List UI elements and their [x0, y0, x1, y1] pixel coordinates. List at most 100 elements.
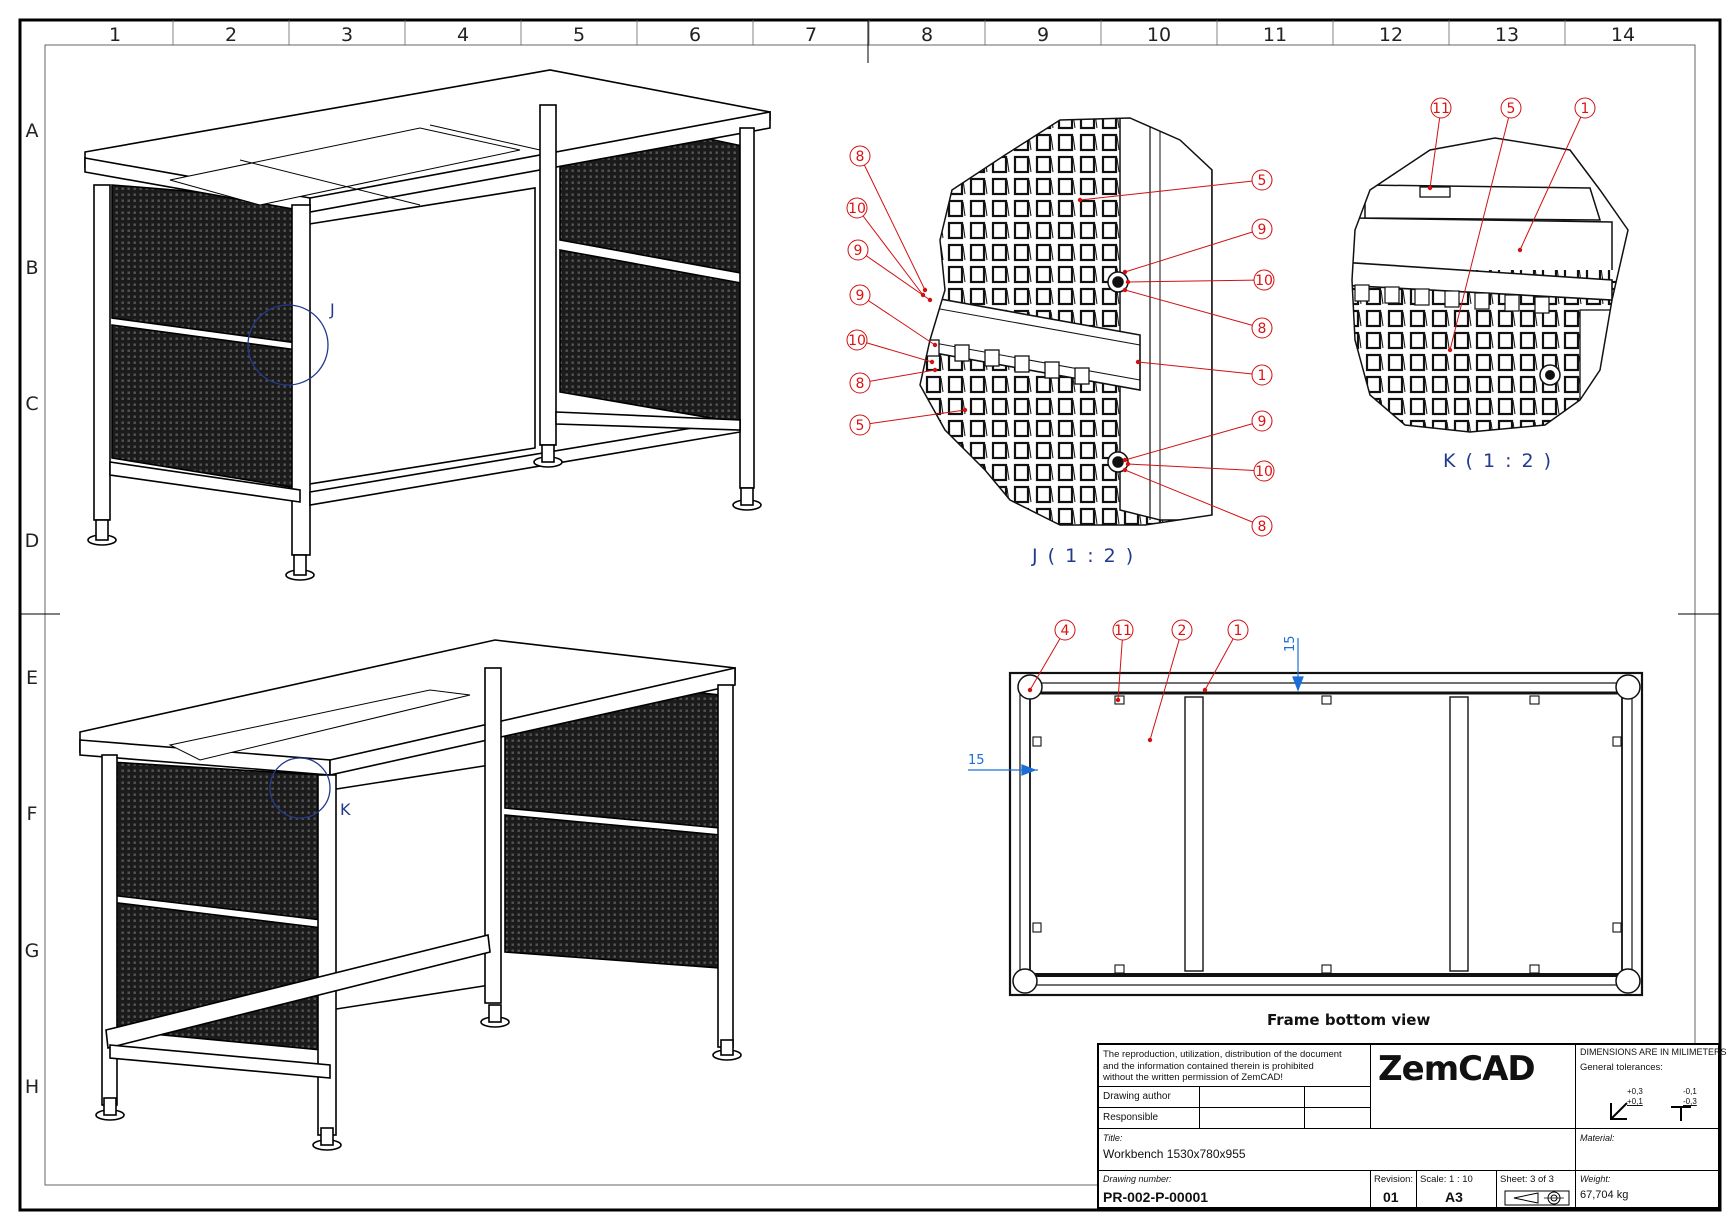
zone-column-label: 14: [1611, 24, 1635, 46]
scale-label: Scale: 1 : 10: [1420, 1174, 1473, 1185]
leg-front-center-b: [317, 774, 337, 1136]
leg-front-left: [93, 184, 111, 521]
tol-plus-lower: +0,1: [1627, 1097, 1643, 1106]
svg-text:10: 10: [848, 201, 866, 217]
detail-label-j: J ( 1 : 2 ): [1031, 545, 1135, 567]
svg-text:10: 10: [848, 333, 866, 349]
zone-row-label: E: [26, 667, 38, 689]
svg-text:1: 1: [1581, 101, 1590, 117]
svg-text:2: 2: [1178, 623, 1187, 639]
zone-row-label: H: [25, 1076, 39, 1098]
workbench-iso-view-top: [84, 69, 771, 581]
svg-text:8: 8: [856, 149, 865, 165]
leg-back-right-b: [484, 667, 502, 1004]
svg-text:10: 10: [1255, 464, 1273, 480]
zone-column-label: 9: [1037, 24, 1049, 46]
detail-circle-j: [247, 304, 329, 386]
detail-label-k: K ( 1 : 2 ): [1443, 450, 1553, 472]
item-balloon: 10: [1125, 269, 1275, 291]
svg-text:5: 5: [1258, 173, 1267, 189]
svg-text:11: 11: [1114, 623, 1132, 639]
zone-column-label: 1: [109, 24, 121, 46]
side-panel: [302, 187, 536, 486]
mesh-panel-left-bottom: [111, 324, 298, 489]
item-balloon: 4: [1027, 619, 1076, 693]
drawing-number-value: PR-002-P-00001: [1103, 1189, 1209, 1205]
dimension-top-gap: 15: [1283, 635, 1298, 652]
svg-text:8: 8: [856, 376, 865, 392]
inner-shelf-b: [168, 689, 471, 761]
tol-minus-upper: -0,1: [1683, 1087, 1697, 1096]
zone-row-label: C: [25, 393, 38, 415]
svg-text:4: 4: [1061, 623, 1070, 639]
svg-text:5: 5: [856, 418, 865, 434]
zone-row-label: A: [26, 120, 39, 142]
leg-front-right-b: [717, 684, 734, 1048]
svg-text:1: 1: [1258, 368, 1267, 384]
dimension-side-gap: 15: [968, 753, 985, 768]
svg-text:9: 9: [1258, 222, 1267, 238]
detail-marker-j: J: [329, 300, 335, 319]
zone-column-label: 3: [341, 24, 353, 46]
drawing-author-label: Drawing author: [1103, 1091, 1171, 1102]
svg-text:5: 5: [1507, 101, 1516, 117]
workbench-iso-view-bottom: [79, 639, 742, 1151]
zone-column-label: 4: [457, 24, 469, 46]
detail-marker-k: K: [340, 800, 351, 819]
zone-column-label: 10: [1147, 24, 1171, 46]
worktop-right-edge-b: [329, 666, 736, 776]
item-balloon: 10: [846, 197, 926, 298]
mesh-panel-right-bottom-b: [504, 814, 721, 969]
zone-row-label: F: [27, 803, 38, 825]
inner-shelf: [169, 127, 521, 206]
svg-text:8: 8: [1258, 519, 1267, 535]
bottom-rail-front: [109, 461, 301, 503]
item-balloon: 5: [849, 407, 968, 436]
zone-column-label: 7: [805, 24, 817, 46]
detail-view-j: [919, 117, 1213, 526]
item-balloon: 1: [1135, 359, 1273, 386]
item-balloon: 8: [849, 367, 938, 394]
title-block: The reproduction, utilization, distribut…: [1097, 1043, 1727, 1209]
frame-bottom-caption: Frame bottom view: [1267, 1011, 1430, 1029]
leveling-feet-bottom: [95, 1004, 742, 1151]
revision-value: 01: [1383, 1189, 1399, 1205]
copyright-notice: The reproduction, utilization, distribut…: [1103, 1049, 1342, 1083]
drawing-number-label: Drawing number:: [1103, 1174, 1172, 1184]
detail-circle-k: [269, 757, 331, 819]
format-value: A3: [1445, 1189, 1463, 1205]
title-value: Workbench 1530x780x955: [1103, 1147, 1246, 1161]
item-balloon: 9: [849, 284, 938, 348]
bottom-rail-b: [109, 1044, 331, 1079]
sheet-outer-border: [18, 18, 1722, 1212]
general-tolerances-label: General tolerances:: [1580, 1062, 1663, 1073]
item-balloon: 9: [847, 239, 933, 303]
svg-text:8: 8: [1258, 321, 1267, 337]
mesh-panel-left-top-b: [109, 761, 323, 921]
tol-plus-upper: +0,3: [1627, 1087, 1643, 1096]
svg-text:10: 10: [1255, 273, 1273, 289]
item-balloon: 5: [1077, 169, 1273, 203]
zone-row-label: B: [25, 257, 38, 279]
weight-value: 67,704 kg: [1580, 1189, 1629, 1201]
item-balloon: 9: [1122, 410, 1273, 463]
company-logo: ZemCAD: [1378, 1049, 1536, 1089]
item-balloon: 8: [1122, 287, 1273, 339]
item-balloon: 9: [1122, 218, 1273, 275]
svg-text:9: 9: [856, 288, 865, 304]
item-balloon: 10: [846, 329, 935, 365]
mesh-panel-left-top: [111, 184, 298, 344]
zone-row-label: G: [25, 940, 40, 962]
frame-dimensions: [968, 638, 1304, 776]
leg-back-right: [539, 104, 557, 446]
bottom-rail-back: [555, 411, 741, 431]
item-balloon: 11: [1112, 619, 1134, 703]
title-label: Title:: [1103, 1133, 1123, 1143]
svg-text:11: 11: [1432, 101, 1450, 117]
item-balloon: 5: [1447, 97, 1522, 353]
svg-text:1: 1: [1234, 623, 1243, 639]
svg-text:9: 9: [854, 243, 863, 259]
revision-label: Revision:: [1374, 1174, 1414, 1185]
